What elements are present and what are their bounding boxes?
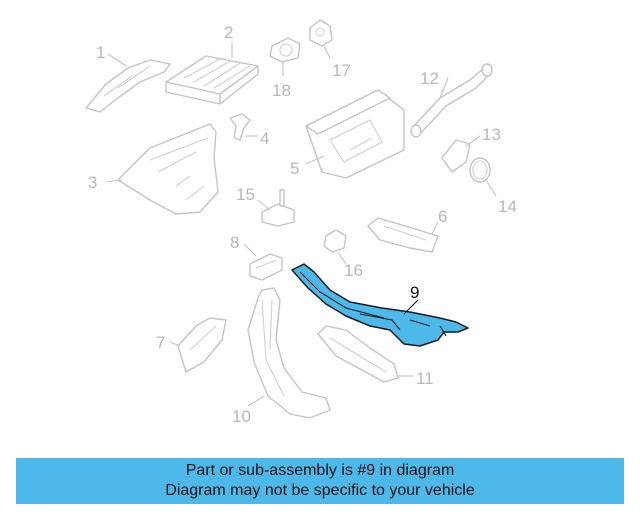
part-14-ring[interactable] [469, 157, 491, 183]
part-1-panel[interactable] [85, 59, 171, 113]
callout-18: 18 [272, 81, 291, 100]
part-5-duct[interactable] [305, 89, 405, 179]
part-3-intake[interactable] [117, 123, 219, 215]
callout-4: 4 [260, 129, 269, 148]
leader-6 [431, 221, 439, 235]
part-8-bracket[interactable] [249, 253, 283, 281]
leader-1 [107, 53, 127, 67]
leader-12 [439, 77, 449, 99]
callout-7: 7 [156, 333, 165, 352]
callout-9: 9 [410, 283, 419, 302]
part-18-sensor[interactable] [269, 37, 301, 63]
callout-14: 14 [498, 197, 517, 216]
callout-15: 15 [236, 185, 255, 204]
part-11-duct[interactable] [317, 325, 399, 383]
callout-1: 1 [96, 43, 105, 62]
part-10-duct[interactable] [247, 287, 331, 419]
callout-16: 16 [344, 261, 363, 280]
leader-14 [485, 179, 497, 197]
leader-16 [337, 251, 347, 265]
leader-5 [305, 155, 325, 165]
banner-line-1: Part or sub-assembly is #9 in diagram [185, 462, 455, 479]
callout-3: 3 [88, 173, 97, 192]
leader-9 [403, 299, 419, 315]
part-6-duct[interactable] [367, 217, 439, 253]
banner-line-2: Diagram may not be specific to your vehi… [165, 482, 475, 499]
part-7-duct[interactable] [177, 317, 227, 373]
leader-8 [243, 243, 257, 257]
callout-17: 17 [332, 61, 351, 80]
leader-10 [247, 395, 265, 407]
part-12-hose[interactable] [410, 63, 493, 138]
part-16-grommet[interactable] [323, 229, 347, 253]
leader-7 [169, 341, 181, 347]
callout-12: 12 [420, 69, 439, 88]
callout-10: 10 [232, 407, 251, 426]
part-4-clip[interactable] [229, 113, 251, 141]
part-17-sensor[interactable] [309, 19, 333, 47]
callout-5: 5 [290, 159, 299, 178]
part-9-duct-highlighted[interactable] [291, 263, 469, 347]
parts-diagram: 1 2 18 17 12 4 5 [85, 19, 517, 426]
callout-13: 13 [482, 125, 501, 144]
part-2-filter[interactable] [165, 55, 259, 105]
leader-15 [257, 199, 271, 211]
callout-6: 6 [438, 207, 447, 226]
leader-13 [465, 135, 481, 147]
info-banner: Part or sub-assembly is #9 in diagram Di… [16, 458, 624, 504]
callout-11: 11 [416, 369, 434, 388]
callout-8: 8 [230, 233, 239, 252]
part-13-cap[interactable] [441, 139, 471, 173]
leader-17 [323, 45, 331, 59]
leader-3 [105, 179, 123, 183]
callout-2: 2 [224, 23, 233, 42]
